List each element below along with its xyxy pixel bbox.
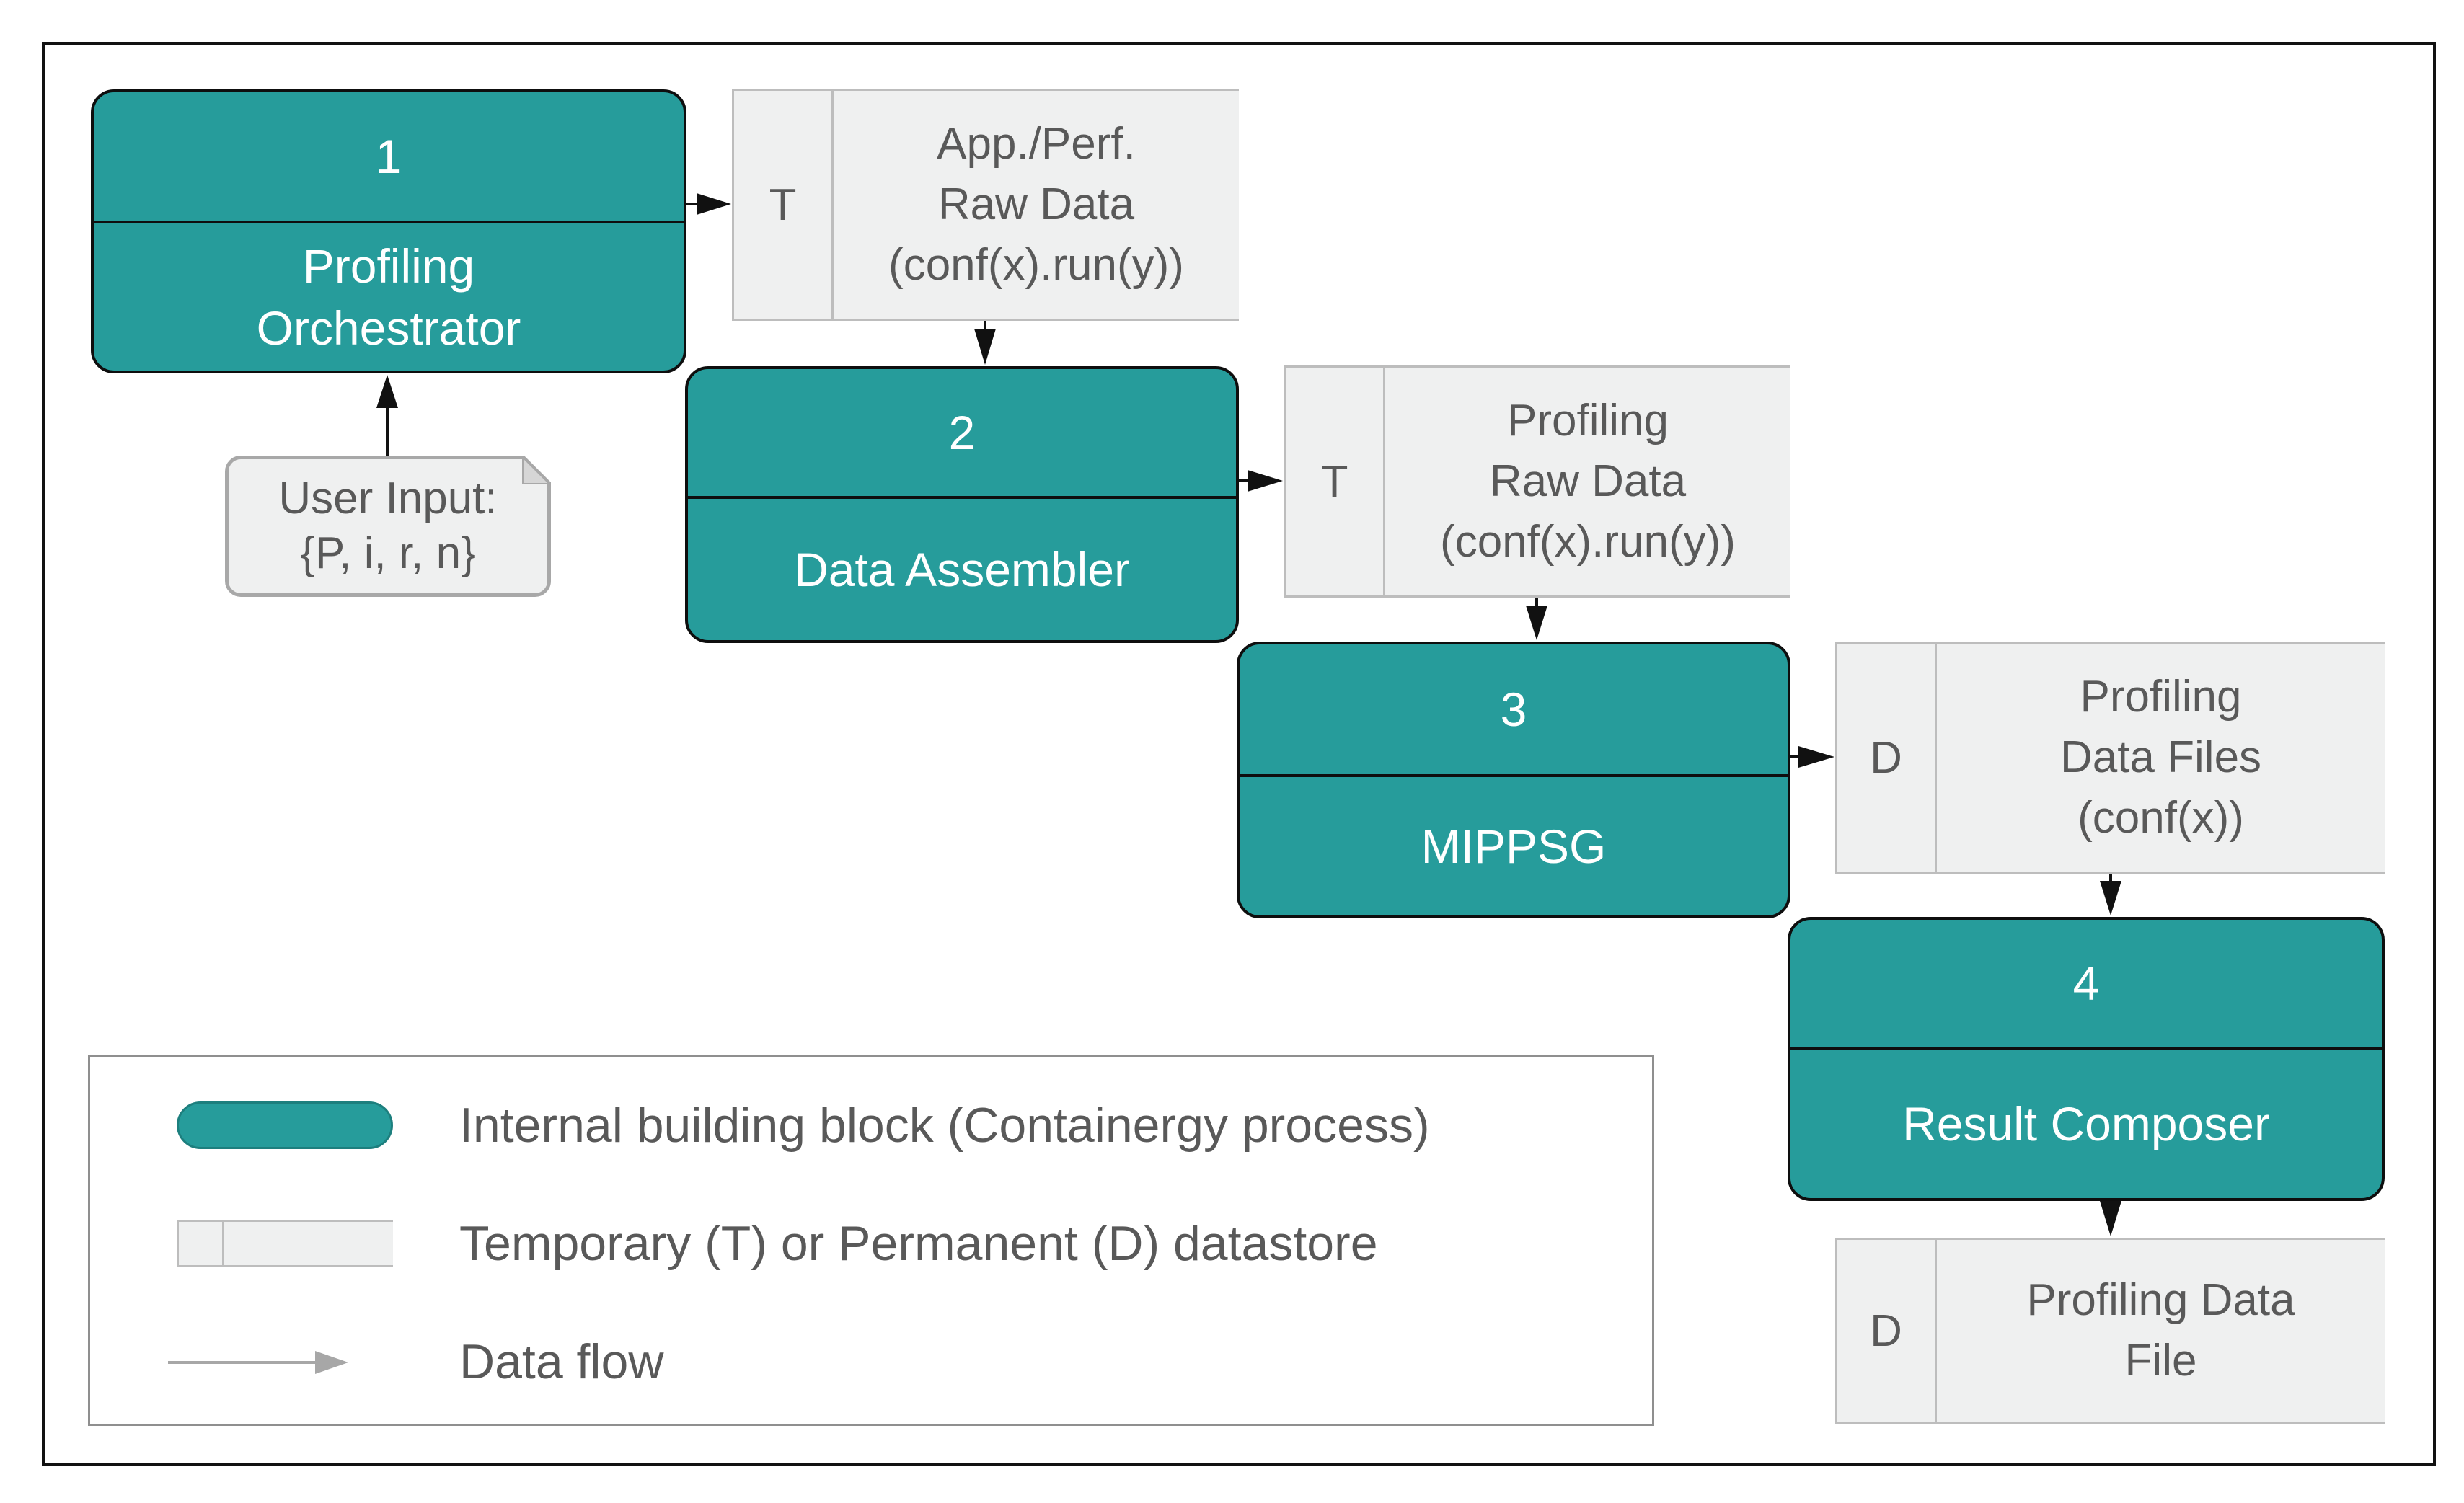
- legend-datastore-swatch: [177, 1220, 393, 1267]
- process-divider: [1790, 1047, 2382, 1050]
- process-2-data-assembler: 2 Data Assembler: [685, 366, 1239, 643]
- datastore-label: App./Perf. Raw Data (conf(x).run(y)): [834, 91, 1239, 319]
- datastore-label-line: (conf(x)): [2077, 793, 2244, 843]
- datastore-label-line: (conf(x).run(y)): [1440, 517, 1736, 567]
- datastore-label-line: Raw Data: [1489, 456, 1687, 506]
- arrow-process-2-to-datastore-2: [1239, 470, 1283, 492]
- process-name-line: Orchestrator: [256, 301, 521, 355]
- arrow-datastore-1-to-process-2: [974, 321, 996, 365]
- process-3-mippsg: 3 MIPPSG: [1237, 642, 1790, 918]
- datastore-label-line: App./Perf.: [937, 119, 1136, 169]
- folded-corner-icon: [522, 456, 551, 484]
- user-input-line: User Input:: [278, 474, 498, 523]
- arrow-process-1-to-datastore-1: [686, 193, 731, 215]
- process-name-line: Profiling: [302, 239, 475, 293]
- process-name: Result Composer: [1790, 1050, 2382, 1198]
- datastore-label-line: (conf(x).run(y)): [888, 240, 1184, 290]
- datastore-1-app-perf-raw-data: T App./Perf. Raw Data (conf(x).run(y)): [732, 89, 1239, 321]
- datastore-tag: T: [734, 91, 834, 319]
- datastore-2-profiling-raw-data: T Profiling Raw Data (conf(x).run(y)): [1284, 365, 1790, 598]
- process-number: 1: [375, 130, 402, 183]
- process-number: 4: [2072, 957, 2100, 1010]
- process-name-line: Data Assembler: [794, 543, 1130, 596]
- arrow-process-3-to-datastore-3: [1790, 746, 1834, 768]
- user-input-line: {P, i, r, n}: [300, 528, 476, 578]
- process-divider: [94, 221, 684, 223]
- process-name-line: MIPPSG: [1421, 820, 1607, 873]
- datastore-label-line: Profiling: [2080, 672, 2242, 722]
- datastore-4-profiling-data-file: D Profiling Data File: [1835, 1238, 2385, 1424]
- arrow-datastore-3-to-process-4: [2100, 874, 2121, 915]
- process-number: 3: [1500, 683, 1527, 736]
- legend-datastore-swatch-tag: [179, 1222, 224, 1265]
- legend-flow-arrow-icon: [168, 1351, 348, 1374]
- datastore-label: Profiling Data File: [1937, 1240, 2385, 1422]
- datastore-label: Profiling Data Files (conf(x)): [1937, 644, 2385, 872]
- process-divider: [688, 496, 1236, 499]
- datastore-label-line: Data Files: [2059, 732, 2262, 782]
- legend-process-label: Internal building block (Containergy pro…: [459, 1098, 1430, 1153]
- arrow-user-input-to-process-1: [376, 375, 398, 456]
- datastore-label-line: Profiling Data: [2026, 1275, 2295, 1325]
- user-input-note: User Input: {P, i, r, n}: [225, 456, 551, 597]
- arrow-datastore-2-to-process-3: [1526, 598, 1547, 640]
- datastore-3-profiling-data-files: D Profiling Data Files (conf(x)): [1835, 642, 2385, 874]
- process-name: MIPPSG: [1240, 777, 1788, 915]
- process-name-line: Result Composer: [1902, 1097, 2270, 1150]
- datastore-label-line: File: [2124, 1336, 2197, 1385]
- process-divider: [1240, 774, 1788, 777]
- legend-process-swatch: [177, 1101, 393, 1149]
- datastore-tag: D: [1837, 1240, 1937, 1422]
- process-name: Profiling Orchestrator: [94, 223, 684, 371]
- legend: Internal building block (Containergy pro…: [88, 1055, 1654, 1426]
- datastore-label: Profiling Raw Data (conf(x).run(y)): [1385, 368, 1790, 595]
- datastore-label-line: Profiling: [1507, 396, 1669, 445]
- legend-flow-label: Data flow: [459, 1334, 664, 1389]
- arrow-process-4-to-datastore-4: [2100, 1201, 2121, 1236]
- process-4-result-composer: 4 Result Composer: [1788, 917, 2385, 1201]
- legend-datastore-label: Temporary (T) or Permanent (D) datastore: [459, 1216, 1378, 1271]
- datastore-label-line: Raw Data: [937, 179, 1135, 229]
- datastore-tag: T: [1286, 368, 1385, 595]
- datastore-tag: D: [1837, 644, 1937, 872]
- process-name: Data Assembler: [688, 499, 1236, 640]
- process-1-profiling-orchestrator: 1 Profiling Orchestrator: [91, 89, 686, 373]
- process-number: 2: [948, 406, 976, 459]
